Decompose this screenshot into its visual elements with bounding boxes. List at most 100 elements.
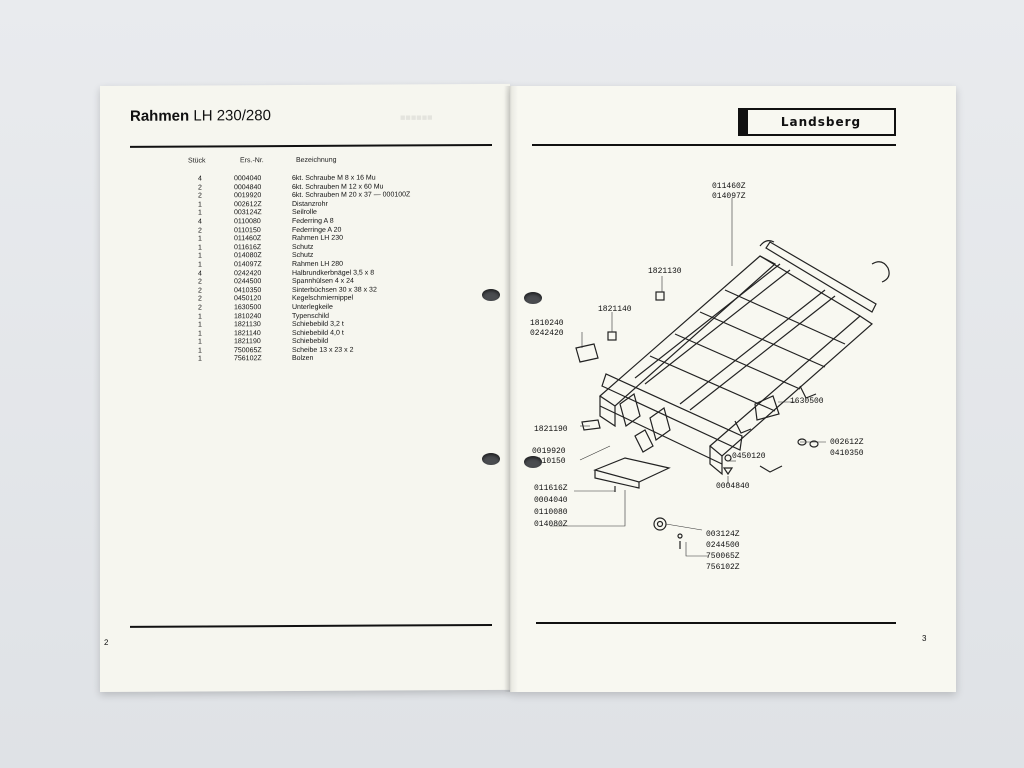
header-rule — [130, 143, 492, 148]
part-description: Rahmen LH 280 — [292, 260, 343, 268]
part-qty: 1 — [198, 252, 202, 260]
part-qty: 2 — [198, 192, 202, 200]
part-qty: 1 — [198, 261, 202, 269]
page-title: Rahmen LH 230/280 — [130, 107, 271, 125]
part-number: 003124Z — [234, 209, 262, 217]
title-models: LH 230/280 — [193, 107, 271, 125]
punch-hole — [482, 453, 500, 465]
callout-1810240: 1810240 — [530, 319, 564, 328]
page-number-right: 3 — [922, 634, 927, 643]
part-description: Schiebebild 4,0 t — [292, 329, 344, 337]
part-qty: 1 — [198, 338, 202, 346]
part-qty: 2 — [198, 227, 202, 235]
callout-0004840: 0004840 — [716, 482, 750, 491]
callout-011616Z: 011616Z — [534, 484, 568, 493]
callout-0410350: 0410350 — [830, 449, 864, 458]
callout-756102Z: 756102Z — [706, 563, 740, 572]
binding-gutter — [504, 86, 518, 692]
footer-rule-right — [536, 622, 896, 624]
part-description: Seilrolle — [292, 209, 317, 217]
part-qty: 2 — [198, 304, 202, 312]
brand-logo: Landsberg — [738, 108, 896, 136]
punch-hole — [524, 456, 542, 468]
part-number: 0110080 — [234, 218, 261, 226]
part-number: 011616Z — [234, 243, 262, 252]
part-number: 0450120 — [234, 295, 262, 303]
right-page: Landsberg — [510, 86, 956, 692]
part-number: 014080Z — [234, 252, 262, 260]
footer-rule — [130, 623, 492, 628]
part-description: Schiebebild — [292, 338, 329, 346]
part-description: Typenschild — [292, 312, 329, 320]
part-description: 6kt. Schrauben M 20 x 37 — 000100Z — [292, 191, 411, 200]
page-number-left: 2 — [104, 637, 109, 647]
callout-003124Z: 003124Z — [706, 530, 740, 539]
title-text: Rahmen — [130, 107, 190, 125]
callout-0450120: 0450120 — [732, 452, 766, 461]
callout-014080Z: 014080Z — [534, 520, 568, 529]
header-rule-right — [532, 144, 896, 146]
part-number: 750065Z — [234, 347, 262, 355]
part-number: 0019920 — [234, 192, 262, 200]
callout-0019920: 0019920 — [532, 447, 566, 456]
part-qty: 1 — [198, 244, 202, 252]
part-description: Schiebebild 3,2 t — [292, 320, 344, 329]
part-qty: 4 — [198, 269, 202, 278]
part-description: Federringe A 20 — [292, 226, 342, 234]
part-description: Distanzrohr — [292, 200, 328, 208]
part-number: 0410350 — [234, 286, 262, 295]
part-qty: 1 — [198, 312, 202, 320]
callout-0004040: 0004040 — [534, 496, 568, 505]
part-qty: 1 — [198, 347, 202, 355]
callout-1630500: 1630500 — [790, 397, 824, 406]
part-description: Bolzen — [292, 355, 314, 363]
part-number: 0110150 — [234, 226, 261, 234]
part-description: Scheibe 13 x 23 x 2 — [292, 346, 354, 354]
part-number: 1821140 — [234, 329, 261, 337]
part-number: 1821130 — [234, 321, 261, 329]
part-qty: 2 — [198, 184, 202, 192]
callout-011460Z: 011460Z — [712, 182, 746, 191]
callout-0244500: 0244500 — [706, 541, 740, 550]
part-description: Halbrundkerbnägel 3,5 x 8 — [292, 269, 375, 277]
part-qty: 1 — [198, 330, 202, 338]
callout-1821140: 1821140 — [598, 305, 632, 314]
part-number: 0004840 — [234, 183, 262, 191]
parts-booklet: ■■■■■■ Rahmen LH 230/280 Stück Ers.-Nr. … — [100, 83, 956, 693]
part-number: 756102Z — [234, 355, 262, 363]
part-qty: 2 — [198, 287, 202, 295]
part-qty: 1 — [198, 209, 202, 217]
callout-002612Z: 002612Z — [830, 438, 864, 447]
callout-750065Z: 750065Z — [706, 552, 740, 561]
part-qty: 4 — [198, 218, 202, 226]
punch-hole — [482, 289, 500, 301]
callout-0242420: 0242420 — [530, 329, 564, 338]
callout-0110080: 0110080 — [534, 508, 568, 517]
part-qty: 2 — [198, 278, 202, 286]
exploded-frame-diagram — [550, 198, 890, 557]
punch-hole — [524, 292, 542, 304]
part-number: 0242420 — [234, 269, 262, 277]
part-qty: 1 — [198, 201, 202, 209]
part-number: 1630500 — [234, 304, 262, 312]
part-number: 014097Z — [234, 261, 262, 269]
part-qty: 4 — [198, 175, 202, 183]
left-page: ■■■■■■ Rahmen LH 230/280 Stück Ers.-Nr. … — [100, 83, 510, 693]
callout-014097Z: 014097Z — [712, 192, 746, 201]
part-qty: 2 — [198, 295, 202, 303]
show-through-text: ■■■■■■ — [400, 112, 433, 123]
part-description: Schutz — [292, 252, 314, 260]
callout-0110150: 0110150 — [532, 457, 566, 466]
column-header-part-number: Ers.-Nr. — [240, 157, 264, 165]
part-description: Rahmen LH 230 — [292, 234, 343, 243]
part-qty: 1 — [198, 321, 202, 329]
part-number: 002612Z — [234, 200, 262, 209]
part-qty: 1 — [198, 235, 202, 243]
column-header-qty: Stück — [188, 157, 206, 165]
part-description: Unterlegkeile — [292, 303, 333, 311]
part-number: 1810240 — [234, 312, 262, 320]
part-number: 0004040 — [234, 175, 262, 183]
part-number: 011460Z — [234, 235, 262, 243]
part-description: Schutz — [292, 243, 314, 251]
part-description: Kegelschmiernippel — [292, 294, 354, 303]
